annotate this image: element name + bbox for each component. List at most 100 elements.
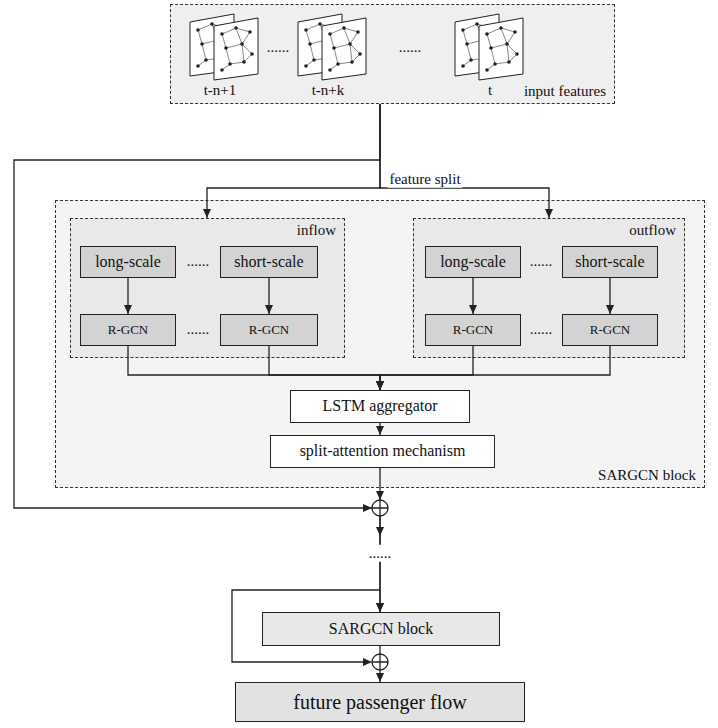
node-label: outflow — [629, 222, 676, 239]
time-step-label: ...... — [265, 39, 292, 56]
process-box: short-scale — [562, 246, 658, 278]
process-box: split-attention mechanism — [270, 435, 495, 468]
node-label: short-scale — [234, 253, 303, 271]
graph-link — [198, 30, 202, 44]
process-box: R-GCN — [80, 314, 176, 346]
sum-symbol — [372, 654, 388, 670]
graph-link — [501, 28, 515, 32]
sum-symbol — [372, 654, 388, 670]
graph-node — [234, 26, 238, 30]
graph-node — [210, 22, 214, 26]
graph-link — [491, 48, 495, 64]
graph-link — [198, 24, 212, 30]
time-step-label: t-n+k — [310, 82, 347, 99]
graph-link — [236, 28, 242, 44]
graph-link — [222, 34, 226, 48]
graph-node — [220, 32, 224, 36]
graph-node — [204, 58, 208, 62]
graph-node — [505, 42, 509, 46]
ellipsis-label: ...... — [528, 321, 555, 338]
graph-node — [196, 28, 200, 32]
graph-node — [312, 58, 316, 62]
graph-link — [242, 44, 252, 54]
process-box: R-GCN — [562, 314, 658, 346]
graph-node — [328, 32, 332, 36]
frame-sheet — [479, 18, 523, 80]
graph-link — [226, 48, 230, 64]
graph-node — [348, 42, 352, 46]
graph-node — [328, 68, 332, 72]
graph-node — [469, 58, 473, 62]
graph-link — [507, 44, 517, 54]
graph-node — [242, 60, 246, 64]
graph-link — [350, 32, 358, 44]
graph-node — [475, 22, 479, 26]
graph-node — [200, 42, 204, 46]
graph-link — [334, 48, 338, 64]
sum-symbol — [372, 500, 388, 516]
graph-node — [228, 62, 232, 66]
process-box: short-scale — [220, 246, 318, 278]
graph-link — [226, 44, 242, 48]
connector-arrow — [14, 104, 380, 612]
graph-node — [499, 26, 503, 30]
graph-link — [463, 30, 467, 44]
arrow-head — [376, 527, 384, 536]
graph-node — [513, 30, 517, 34]
process-box: long-scale — [80, 246, 176, 278]
sum-symbol — [372, 500, 388, 516]
graph-frames — [190, 14, 523, 80]
arrow-head — [363, 504, 372, 512]
connector-arrow — [609, 278, 610, 314]
graph-node — [240, 42, 244, 46]
node-label: R-GCN — [249, 323, 289, 338]
residual-line — [232, 590, 380, 662]
graph-link — [501, 28, 507, 44]
ellipsis-label: ...... — [185, 253, 212, 270]
connector-arrow — [207, 104, 380, 218]
frame-sheet — [322, 18, 366, 80]
arrow-head — [376, 491, 384, 500]
graph-node — [515, 52, 519, 56]
graph-link — [350, 44, 352, 62]
graph-node — [489, 46, 493, 50]
graph-link — [306, 30, 310, 44]
node-label: split-attention mechanism — [300, 442, 466, 460]
process-box: long-scale — [425, 246, 521, 278]
connector-arrow — [269, 346, 380, 390]
process-box: SARGCN block — [262, 612, 500, 646]
graph-node — [332, 46, 336, 50]
graph-node — [507, 60, 511, 64]
graph-link — [467, 44, 471, 60]
graph-link — [310, 44, 314, 60]
graph-link — [491, 44, 507, 48]
graph-link — [495, 62, 509, 64]
graph-node — [248, 30, 252, 34]
graph-node — [304, 64, 308, 68]
graph-link — [507, 32, 515, 44]
graph-node — [485, 68, 489, 72]
node-label: R-GCN — [590, 323, 630, 338]
frame-sheet — [214, 18, 258, 80]
graph-link — [230, 62, 244, 64]
graph-node — [224, 46, 228, 50]
connector-arrow — [380, 104, 549, 218]
graph-frame — [479, 18, 523, 80]
node-label: input features — [524, 83, 606, 100]
time-step-label: t-n+1 — [202, 82, 239, 99]
node-label: R-GCN — [453, 323, 493, 338]
graph-node — [220, 68, 224, 72]
flow-group: long-scaleshort-scaleR-GCNR-GCNinflow — [70, 218, 345, 358]
graph-link — [507, 44, 509, 62]
graph-node — [461, 28, 465, 32]
block-region: long-scaleshort-scaleR-GCNR-GCNinflowlon… — [55, 200, 705, 488]
graph-node — [350, 60, 354, 64]
connector-arrow — [472, 278, 473, 314]
graph-node — [308, 42, 312, 46]
graph-node — [250, 52, 254, 56]
graph-node — [336, 62, 340, 66]
ellipsis-label: ...... — [528, 253, 555, 270]
graph-link — [242, 32, 250, 44]
